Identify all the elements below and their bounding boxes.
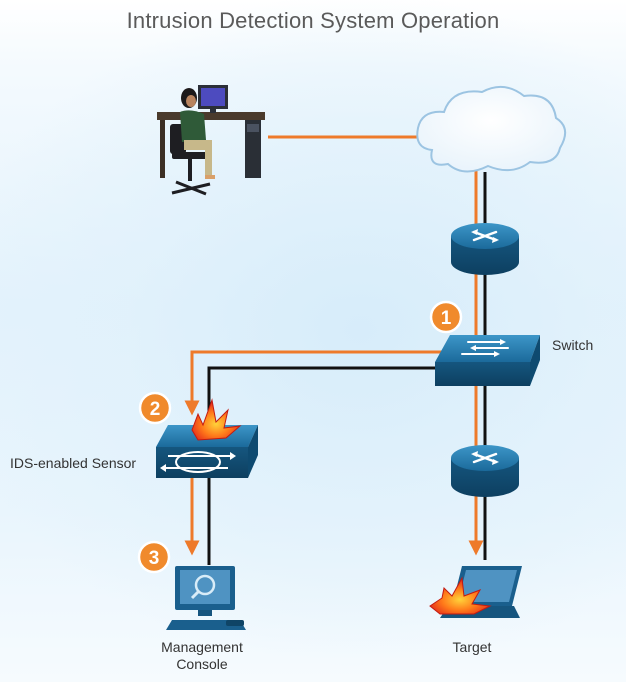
attacker-workstation-icon	[157, 85, 265, 196]
sensor-label: IDS-enabled Sensor	[10, 455, 137, 471]
step-badge-1: 1	[429, 300, 463, 334]
switch-icon	[435, 335, 540, 386]
console-label-line1: Management	[161, 639, 243, 655]
network-links	[207, 172, 487, 565]
svg-text:2: 2	[150, 399, 161, 420]
console-label-line2: Console	[176, 656, 228, 672]
router-icon	[451, 445, 519, 497]
management-console-icon	[166, 566, 246, 630]
explosion-icon	[429, 576, 492, 615]
step-badge-3: 3	[137, 540, 171, 574]
step-badge-2: 2	[138, 391, 172, 425]
attack-path	[184, 135, 484, 556]
cloud-icon	[416, 85, 567, 173]
target-label: Target	[452, 639, 492, 655]
router-icon	[451, 223, 519, 275]
page-title: Intrusion Detection System Operation	[126, 8, 500, 33]
svg-text:1: 1	[441, 308, 452, 329]
switch-label: Switch	[552, 337, 594, 353]
svg-text:3: 3	[149, 548, 160, 569]
explosion-icon	[191, 398, 242, 441]
